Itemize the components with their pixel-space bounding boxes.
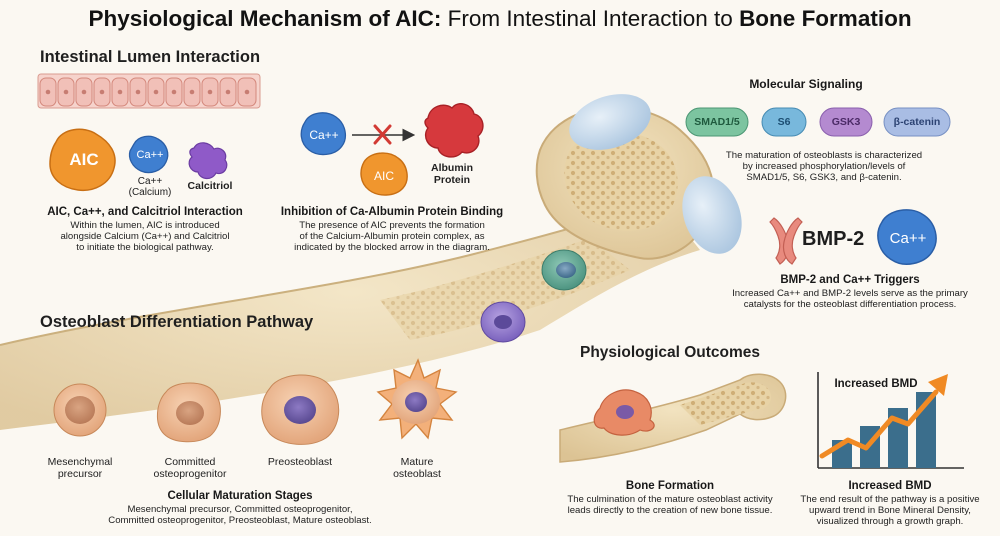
osteoblast-nucleus: [616, 405, 634, 419]
bmp2-label: BMP-2: [802, 228, 865, 250]
stage-label-3: Preosteoblast: [267, 456, 333, 468]
intestinal-villi: [37, 73, 261, 109]
albumin-label: Albumin Protein: [431, 162, 473, 186]
inhibition-heading: Inhibition of Ca-Albumin Protein Binding: [280, 206, 504, 218]
bmd-chart-label: Increased BMD: [834, 378, 918, 390]
block-cross: [373, 124, 392, 145]
bone-head-spongy: [564, 131, 678, 231]
intestinal-desc: Within the lumen, AIC is introduced alon…: [60, 220, 230, 254]
calcium-label: Ca++: [136, 149, 164, 161]
stage-cell-1-nucleus: [65, 396, 95, 424]
aic-molecule-2: [360, 152, 408, 196]
intestinal-heading: AIC, Ca++, and Calcitriol Interaction: [47, 206, 243, 218]
stage-label-4: Mature osteoblast: [393, 456, 441, 480]
pill-beta-catenin: β-catenin: [893, 116, 941, 128]
molecular-pills: [685, 107, 951, 137]
purple-cell-nucleus: [494, 315, 512, 329]
section-outcomes: Physiological Outcomes: [580, 344, 761, 361]
inhibition-aic-label: AIC: [373, 169, 394, 183]
stage-cell-3-nucleus: [284, 396, 316, 424]
bmd-heading: Increased BMD: [848, 480, 932, 492]
triggers-heading: BMP-2 and Ca++ Triggers: [780, 274, 920, 286]
inhibition-calcium-label: Ca++: [309, 128, 339, 142]
calcitriol-molecule: [188, 142, 228, 180]
section-pathway: Osteoblast Differentiation Pathway: [40, 313, 314, 331]
stage-cell-4: [376, 358, 458, 440]
aic-molecule: [49, 128, 116, 192]
teal-cell-nucleus: [556, 262, 576, 278]
inhibition-desc: The presence of AIC prevents the formati…: [294, 220, 490, 254]
albumin-protein: [424, 103, 484, 158]
triggers-desc: Increased Ca++ and BMP-2 levels serve as…: [732, 288, 968, 311]
stage-label-1: Mesenchymal precursor: [47, 456, 113, 480]
cartilage-cap-right: [682, 176, 742, 254]
pathway-desc: Mesenchymal precursor, Committed osteopr…: [108, 504, 372, 527]
bmd-chart: [817, 372, 964, 469]
page-title: Physiological Mechanism of AIC: From Int…: [88, 6, 912, 31]
pill-gsk3: GSK3: [831, 116, 861, 128]
calcium-molecule-2: [300, 112, 347, 156]
bone-formation-desc: The culmination of the mature osteoblast…: [567, 494, 773, 517]
cartilage-cap-top: [569, 94, 651, 150]
bone-formation-heading: Bone Formation: [625, 480, 715, 492]
aic-label: AIC: [69, 150, 99, 169]
pill-smad15: SMAD1/5: [694, 116, 740, 128]
molecular-desc: The maturation of osteoblasts is charact…: [725, 150, 923, 184]
calcium-caption: Ca++ (Calcium): [128, 176, 172, 198]
pill-s6: S6: [777, 116, 791, 128]
bmd-desc: The end result of the pathway is a posit…: [800, 494, 980, 528]
calcium-molecule: [128, 135, 169, 174]
triggers-calcium-label: Ca++: [889, 230, 927, 247]
molecular-heading: Molecular Signaling: [749, 77, 863, 91]
bmp2-icon: [769, 217, 803, 265]
stage-label-2: Committed osteoprogenitor: [153, 456, 227, 480]
bmd-trend-arrow: [819, 389, 939, 459]
section-intestinal: Intestinal Lumen Interaction: [40, 48, 261, 66]
stage-cell-2-nucleus: [176, 401, 204, 425]
calcium-molecule-3: [877, 209, 937, 265]
new-bone-spongy: [680, 382, 772, 425]
bmd-arrow-head: [928, 374, 948, 396]
calcitriol-caption: Calcitriol: [187, 180, 233, 192]
bone-shaft: [0, 200, 700, 430]
pathway-heading: Cellular Maturation Stages: [167, 490, 313, 502]
